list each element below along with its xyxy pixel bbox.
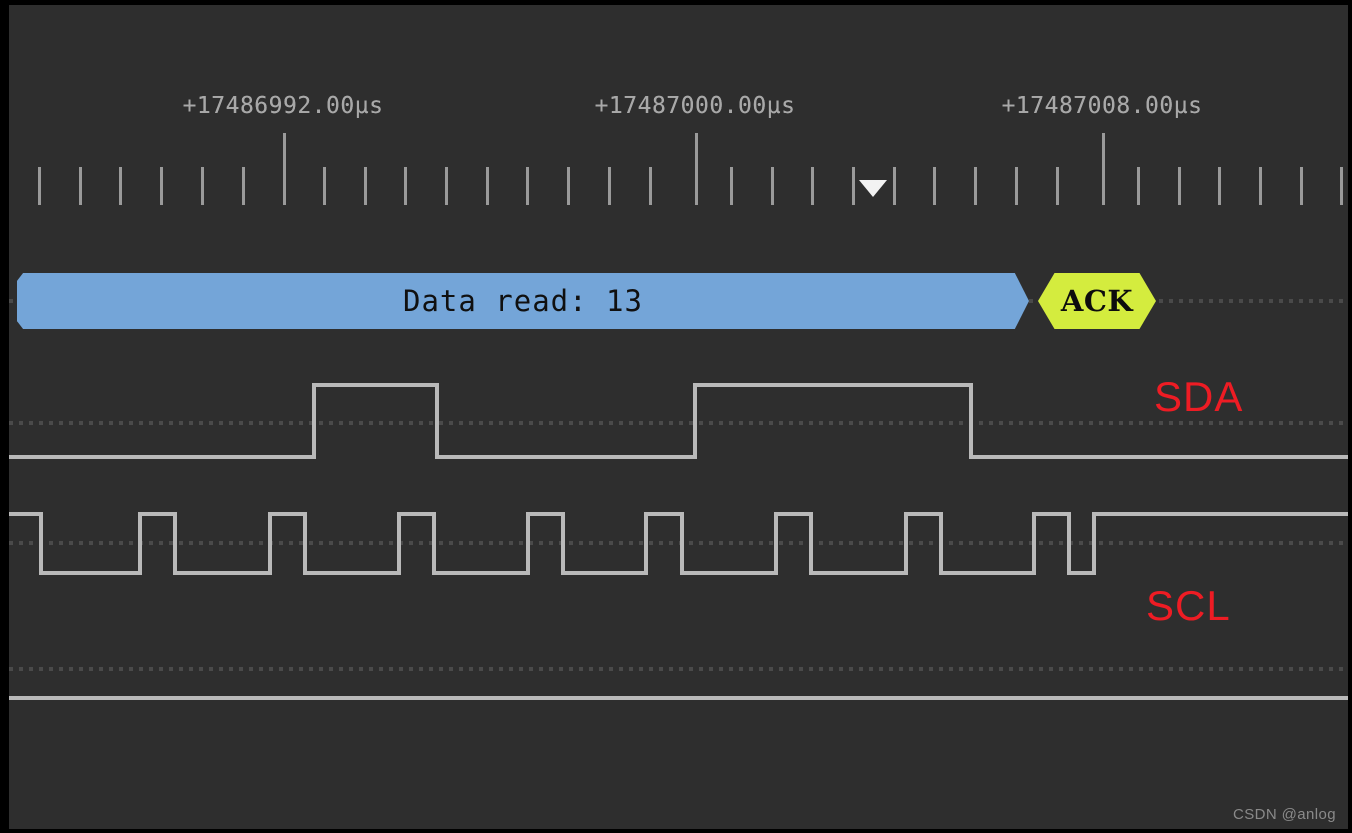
data-packet-label: Data read: 13 — [403, 284, 643, 318]
ruler-tick-minor — [79, 167, 82, 205]
ruler-tick-minor — [38, 167, 41, 205]
ruler-tick-minor — [893, 167, 896, 205]
ruler-tick-minor — [160, 167, 163, 205]
ruler-tick-minor — [486, 167, 489, 205]
lower-guide-solid — [9, 696, 1348, 700]
ruler-tick-minor — [974, 167, 977, 205]
ruler-tick-minor — [1218, 167, 1221, 205]
ack-packet-label: ACK — [1060, 284, 1134, 318]
ruler-tick-minor — [1137, 167, 1140, 205]
ruler-tick-minor — [933, 167, 936, 205]
ruler-tick-minor — [771, 167, 774, 205]
ruler-tick-minor — [567, 167, 570, 205]
ruler-tick-minor — [526, 167, 529, 205]
ruler-tick-minor — [1056, 167, 1059, 205]
ruler-tick-major — [283, 133, 286, 205]
watermark: CSDN @anlog — [1233, 806, 1336, 823]
ruler-tick-major — [1102, 133, 1105, 205]
cursor-marker-triangle[interactable] — [859, 180, 887, 197]
ruler-tick-minor — [1340, 167, 1343, 205]
ruler-tick-minor — [242, 167, 245, 205]
scl-trace — [9, 512, 1348, 575]
data-packet[interactable]: Data read: 13 — [17, 273, 1029, 329]
ruler-tick-minor — [1015, 167, 1018, 205]
sda-trace — [9, 383, 1348, 459]
ruler-tick-minor — [852, 167, 855, 205]
ruler-tick-minor — [730, 167, 733, 205]
lower-guide-dotted — [9, 667, 1348, 671]
time-label: +17487008.00µs — [1001, 93, 1203, 119]
ruler-tick-minor — [811, 167, 814, 205]
ruler-tick-minor — [1259, 167, 1262, 205]
ruler-tick-minor — [649, 167, 652, 205]
ruler-tick-minor — [1300, 167, 1303, 205]
signal-label-scl[interactable]: SCL — [1146, 582, 1231, 629]
ruler-tick-minor — [323, 167, 326, 205]
ruler-tick-major — [695, 133, 698, 205]
ruler-tick-minor — [404, 167, 407, 205]
ruler-tick-minor — [201, 167, 204, 205]
ruler-tick-minor — [608, 167, 611, 205]
ruler-tick-minor — [445, 167, 448, 205]
ruler-tick-minor — [364, 167, 367, 205]
ruler-tick-minor — [119, 167, 122, 205]
time-label: +17486992.00µs — [182, 93, 384, 119]
signal-traces — [9, 383, 1348, 575]
ack-packet[interactable]: ACK — [1038, 273, 1156, 329]
waveform-canvas[interactable]: +17486992.00µs +17487000.00µs +17487008.00… — [9, 5, 1348, 829]
protocol-decode-row[interactable]: Data read: 13 ACK — [9, 5, 1348, 829]
signal-label-sda[interactable]: SDA — [1154, 373, 1244, 420]
time-label: +17487000.00µs — [594, 93, 796, 119]
ruler-tick-minor — [1178, 167, 1181, 205]
